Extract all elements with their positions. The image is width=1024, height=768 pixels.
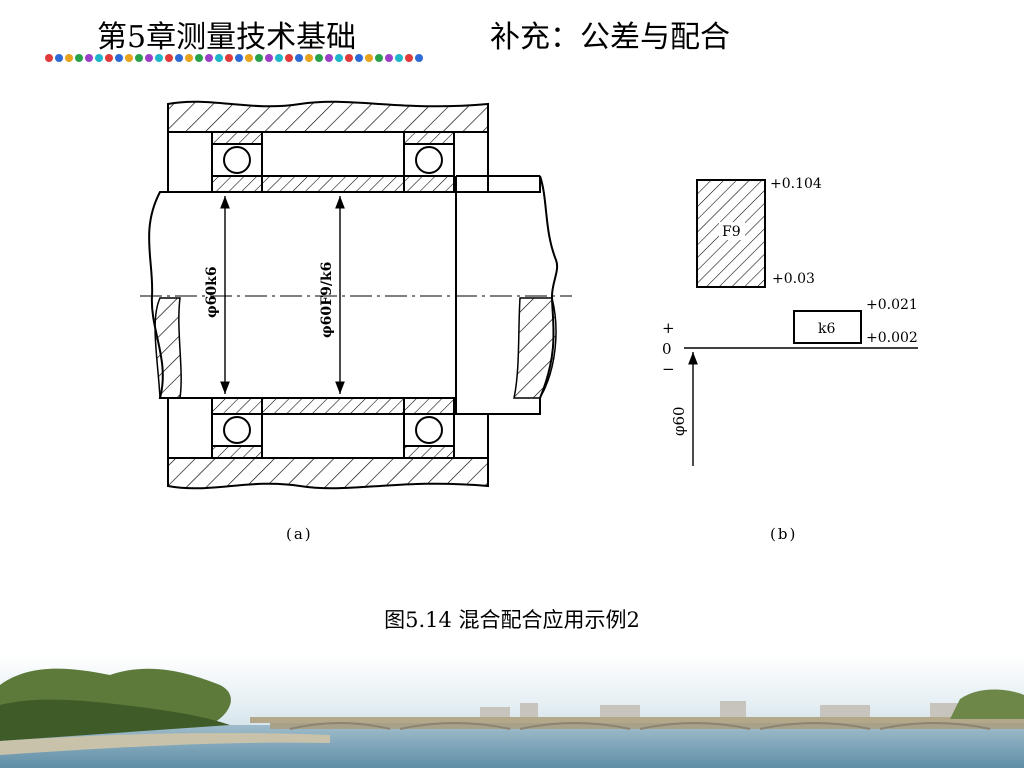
decorative-dot (335, 54, 343, 62)
decorative-dot (305, 54, 313, 62)
footer-landscape-image (0, 655, 1024, 768)
decorative-dot (345, 54, 353, 62)
decorative-dot (415, 54, 423, 62)
chapter-title: 第5章测量技术基础 (97, 20, 357, 55)
tolerance-zone-diagram (684, 179, 918, 466)
decorative-dot (85, 54, 93, 62)
figure-caption: 图5.14 混合配合应用示例2 (384, 608, 640, 632)
decorative-dot (135, 54, 143, 62)
decorative-dot (355, 54, 363, 62)
decorative-dot (165, 54, 173, 62)
hole-lower-deviation: +0.03 (772, 271, 815, 287)
figure-b-label: (b) (770, 525, 798, 543)
decorative-dot (325, 54, 333, 62)
decorative-dot (285, 54, 293, 62)
decorative-dot (145, 54, 153, 62)
decorative-dot (245, 54, 253, 62)
decorative-dot (235, 54, 243, 62)
decorative-dot (105, 54, 113, 62)
decorative-dot (45, 54, 53, 62)
decorative-dot (275, 54, 283, 62)
shaft-zone-label: k6 (818, 321, 835, 337)
decorative-dot (375, 54, 383, 62)
decorative-dot (405, 54, 413, 62)
topic-title: 补充：公差与配合 (490, 20, 730, 55)
dim-fit-label: φ60F9/k6 (319, 262, 335, 338)
basic-size-label: φ60 (670, 406, 688, 436)
decorative-dot (385, 54, 393, 62)
spacer-top (261, 175, 405, 193)
bearing-top-left (211, 131, 263, 193)
spacer-bottom (261, 397, 405, 415)
bearing-bottom-right (403, 397, 455, 459)
decorative-dot (75, 54, 83, 62)
figure-a-label: (a) (286, 525, 313, 543)
shaft-break-left (154, 297, 182, 399)
decorative-dot (155, 54, 163, 62)
decorative-dot (205, 54, 213, 62)
decorative-dot (95, 54, 103, 62)
decorative-dot (215, 54, 223, 62)
housing-top (167, 100, 489, 133)
decorative-dot (115, 54, 123, 62)
shaft-lower-deviation: +0.002 (866, 330, 918, 346)
decorative-dot (265, 54, 273, 62)
zero-label: 0 (662, 340, 672, 358)
decorative-dot (65, 54, 73, 62)
decorative-dot (395, 54, 403, 62)
bearing-bottom-left (211, 397, 263, 459)
bearing-top-right (403, 131, 455, 193)
plus-sign: + (662, 319, 675, 337)
assembly-drawing (140, 100, 572, 490)
decorative-dot (365, 54, 373, 62)
decorative-dot (185, 54, 193, 62)
decorative-dot-border (45, 54, 423, 62)
hole-zone-label: F9 (722, 224, 741, 240)
hole-upper-deviation: +0.104 (770, 176, 822, 192)
decorative-dot (125, 54, 133, 62)
decorative-dot (315, 54, 323, 62)
decorative-dot (225, 54, 233, 62)
decorative-dot (195, 54, 203, 62)
shaft-zone-k6 (793, 310, 862, 344)
decorative-dot (175, 54, 183, 62)
dim-shaft-label: φ60k6 (204, 266, 220, 318)
decorative-dot (55, 54, 63, 62)
decorative-dot (295, 54, 303, 62)
shaft-break-right (513, 297, 557, 399)
housing-bottom (167, 457, 489, 490)
decorative-dot (255, 54, 263, 62)
minus-sign: − (662, 360, 675, 378)
shaft-upper-deviation: +0.021 (866, 297, 918, 313)
